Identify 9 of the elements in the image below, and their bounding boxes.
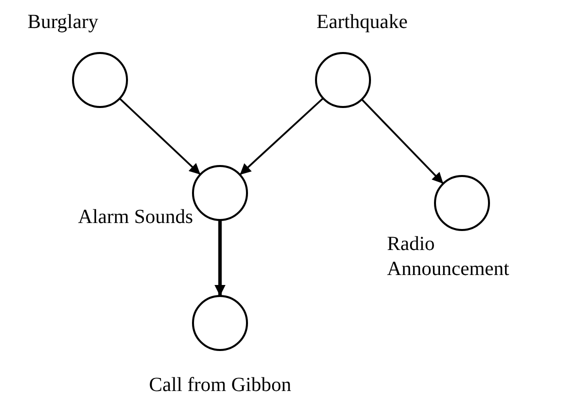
- arrow: [214, 220, 226, 296]
- node-label: Call from Gibbon: [149, 373, 292, 398]
- arrow: [361, 98, 444, 184]
- node-label: Alarm Sounds: [78, 205, 193, 230]
- node-label: Earthquake: [316, 10, 408, 35]
- node-label: Radio Announcement: [387, 232, 510, 282]
- node-label: Burglary: [28, 10, 98, 35]
- arrow: [119, 98, 201, 176]
- arrow: [239, 98, 324, 176]
